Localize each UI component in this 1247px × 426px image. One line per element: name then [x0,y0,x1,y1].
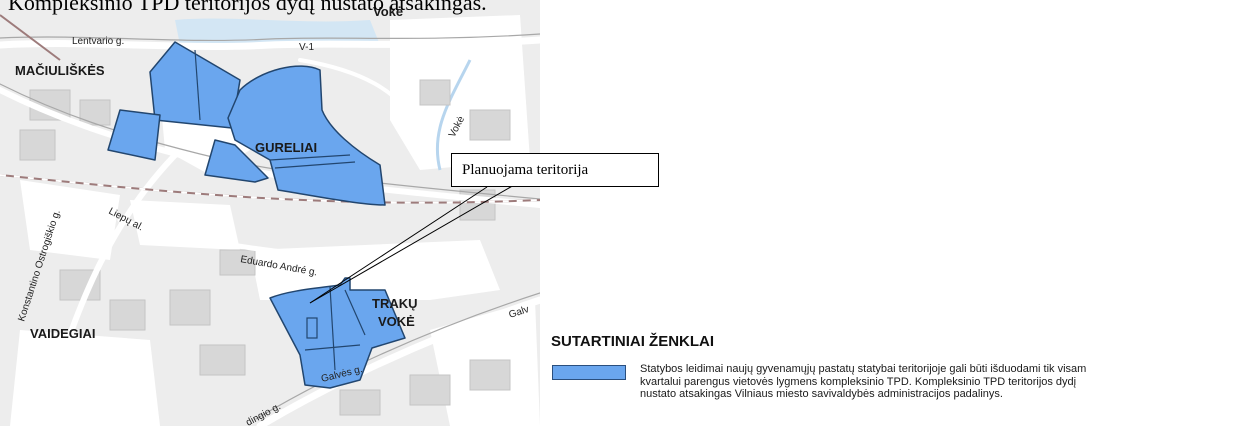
zone-gureliai[interactable] [227,65,386,206]
district-label-traku: TRAKŲ [372,296,418,311]
street-label-lentvario: Lentvario g. [72,36,124,47]
district-label-gureliai: GURELIAI [255,140,317,155]
top-caption-text: Kompleksinio TPD teritorijos dydį nustat… [8,0,487,15]
legend-title: SUTARTINIAI ŽENKLAI [551,333,715,350]
legend-line-3: nustato atsakingas Vilniaus miesto saviv… [640,388,1003,401]
map-view[interactable]: MAČIULIŠKĖS GURELIAI TRAKŲ VOKĖ VAIDEGIA… [0,0,540,426]
zone-north-west[interactable] [149,41,241,129]
railway [0,14,540,204]
callout-pointer [309,169,540,304]
planned-zones[interactable] [107,41,406,389]
district-label-voke-top: Vokė [373,4,403,19]
building-blocks [19,79,511,416]
callout-box: Planuojama teritorija [451,153,659,187]
zone-inner-lines [194,49,366,371]
legend-swatch [552,365,626,380]
district-label-voke: VOKĖ [378,314,415,329]
district-label-vaidegiai: VAIDEGIAI [30,326,96,341]
map-canvas[interactable]: MAČIULIŠKĖS GURELIAI TRAKŲ VOKĖ VAIDEGIA… [0,0,540,426]
water [175,18,472,171]
legend-line-1: Statybos leidimai naujų gyvenamųjų pasta… [640,363,1087,375]
zone-traku-voke[interactable] [269,277,406,389]
district-label-maciuliskes: MAČIULIŠKĖS [15,63,105,78]
legend-line-2: kvartalui parengus vietovės lygmens komp… [640,375,1077,388]
callout-label: Planuojama teritorija [462,161,589,178]
zone-gureliai-south-west[interactable] [204,139,269,183]
zone-west[interactable] [107,109,161,161]
roads [0,36,540,426]
legend-description: Statybos leidimai naujų gyvenamųjų pasta… [640,363,1240,401]
road-label-v1: V-1 [299,42,314,53]
